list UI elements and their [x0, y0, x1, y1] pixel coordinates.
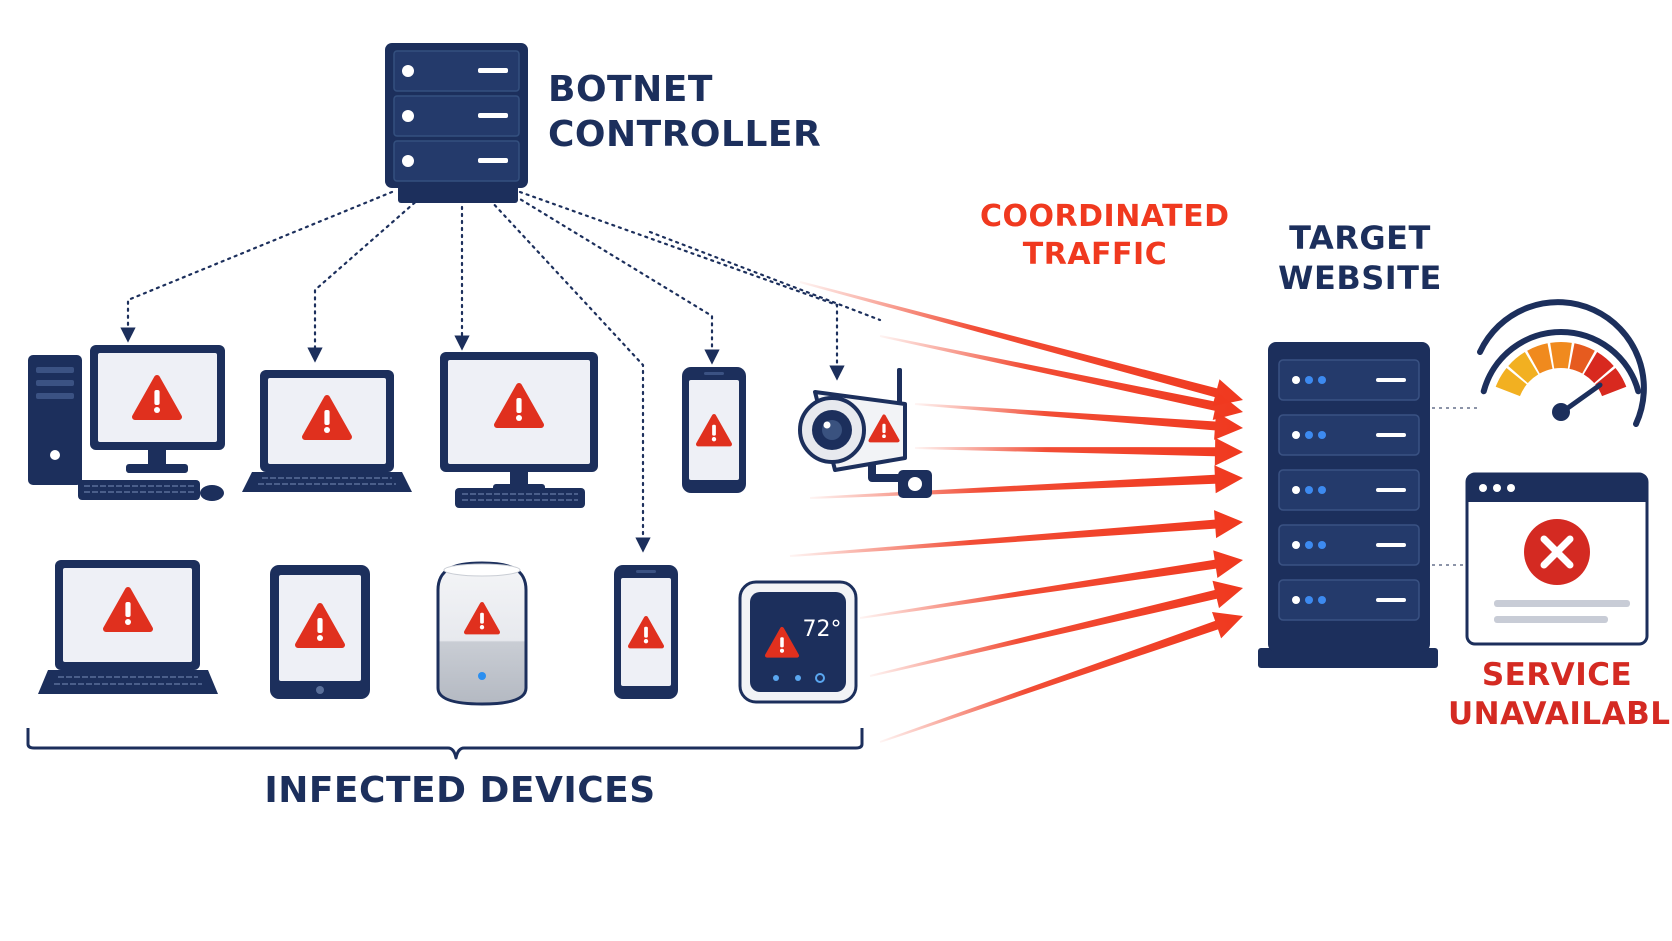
traffic-label-line1: COORDINATED [980, 199, 1230, 234]
service-label-line2: UNAVAILABLE [1448, 695, 1672, 732]
infected-devices-brace [26, 728, 864, 760]
laptop-icon [242, 370, 412, 492]
command-lines [120, 190, 882, 553]
laptop-icon [38, 560, 218, 694]
traffic-arrow [869, 580, 1243, 677]
gauge-segment [1495, 368, 1527, 397]
traffic-label-line2: TRAFFIC [1022, 236, 1168, 272]
command-line-phone1 [513, 194, 720, 365]
traffic-arrow [915, 437, 1243, 466]
target-label: TARGET WEBSITE [1262, 218, 1458, 298]
server-rack-unit [1278, 469, 1420, 511]
controller-label-line2: CONTROLLER [548, 114, 822, 155]
controller-label-line1: BOTNET [548, 69, 713, 110]
traffic-arrow [879, 335, 1243, 420]
gauge-rim [1480, 329, 1642, 395]
command-line-laptop [307, 196, 422, 363]
command-line-desktop [120, 190, 394, 343]
attack-traffic [789, 281, 1243, 743]
target-server-icon [1258, 342, 1438, 668]
monitor-icon [440, 352, 598, 508]
speedometer-icon [1477, 299, 1647, 427]
thermostat-icon: 72° [738, 580, 858, 704]
gauge-segment [1595, 368, 1627, 397]
botnet-controller-server-icon [385, 43, 528, 203]
gauge-segment [1583, 352, 1614, 384]
controller-label: BOTNET CONTROLLER [548, 67, 821, 157]
traffic-label: COORDINATED TRAFFIC [980, 198, 1230, 273]
smart-speaker-icon [436, 561, 528, 706]
traffic-arrow [810, 465, 1243, 499]
traffic-arrow [799, 281, 1243, 407]
gauge-segment [1569, 343, 1595, 374]
infected-devices-label: INFECTED DEVICES [264, 770, 656, 811]
target-label-line2: WEBSITE [1278, 259, 1442, 297]
server-rack-unit [1278, 579, 1420, 621]
smartphone-icon [614, 565, 678, 699]
service-unavailable-label: SERVICE UNAVAILABLE [1448, 656, 1672, 734]
server-rack-unit [1278, 359, 1420, 401]
command-line-camera [518, 190, 845, 381]
traffic-arrow [879, 612, 1243, 743]
command-line-phone2 [488, 198, 651, 553]
gauge-segment [1527, 343, 1553, 374]
traffic-arrow [914, 403, 1243, 440]
browser-window-icon [1465, 472, 1649, 646]
server-rack-unit [1278, 524, 1420, 566]
command-line-extra [648, 230, 882, 322]
status-connectors [1432, 407, 1478, 566]
security-camera-icon [798, 368, 932, 498]
smartphone-icon [682, 367, 746, 493]
target-label-line1: TARGET [1289, 219, 1431, 257]
gauge-segment [1508, 352, 1539, 384]
gauge-segment [1550, 341, 1572, 369]
tablet-icon [270, 565, 370, 699]
error-icon [1524, 519, 1590, 585]
traffic-arrow [859, 550, 1243, 619]
traffic-arrow [789, 510, 1243, 557]
service-label-line1: SERVICE [1481, 657, 1633, 693]
thermostat-temperature: 72° [803, 617, 842, 642]
desktop-pc-icon [28, 345, 225, 501]
server-rack-unit [1278, 414, 1420, 456]
